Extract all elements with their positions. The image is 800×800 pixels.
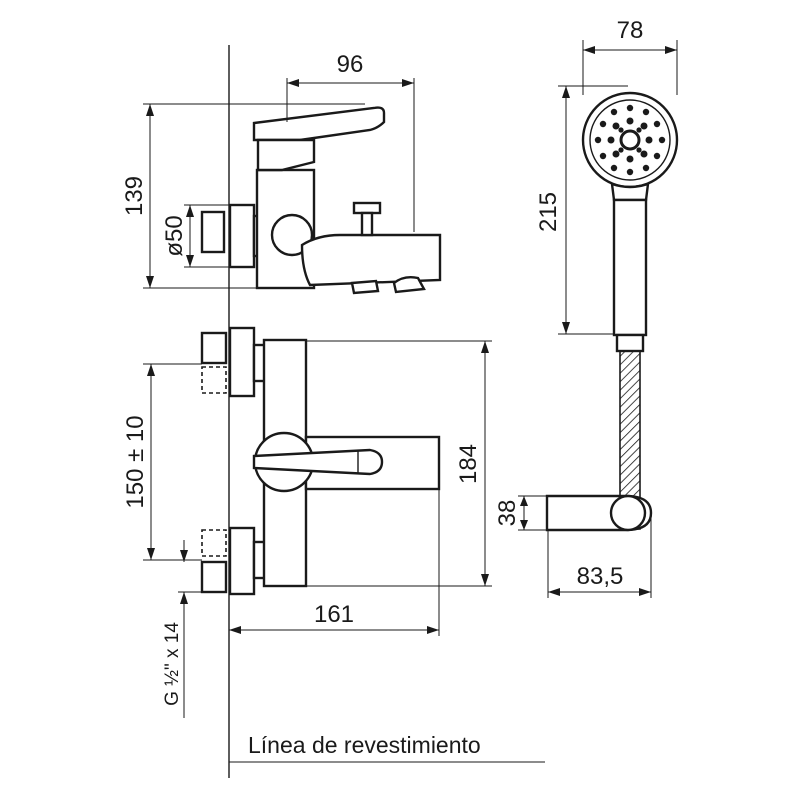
shower-nozzles (594, 104, 666, 176)
wall-bracket (545, 494, 653, 532)
dim-96: 96 (337, 51, 364, 78)
dim-184: 184 (455, 444, 482, 484)
dim-thread: G ½" x 14 (162, 622, 183, 706)
dim-78: 78 (617, 17, 644, 44)
dim-215: 215 (535, 192, 562, 232)
dim-139: 139 (121, 176, 148, 216)
dim-161: 161 (314, 601, 354, 628)
dimension-labels: 78 96 139 ø50 215 150 ± 10 184 38 83,5 1… (121, 17, 643, 758)
side-view-mixer (200, 106, 442, 295)
dim-83-5: 83,5 (577, 563, 624, 590)
dimension-lines (143, 40, 678, 763)
dim-diameter-50: ø50 (161, 215, 188, 256)
hand-shower (581, 91, 679, 530)
caption-cladding-line: Línea de revestimiento (248, 732, 481, 758)
dim-38: 38 (494, 500, 521, 527)
dim-150-tolerance: 150 ± 10 (122, 415, 149, 508)
front-view-mixer (200, 326, 441, 596)
